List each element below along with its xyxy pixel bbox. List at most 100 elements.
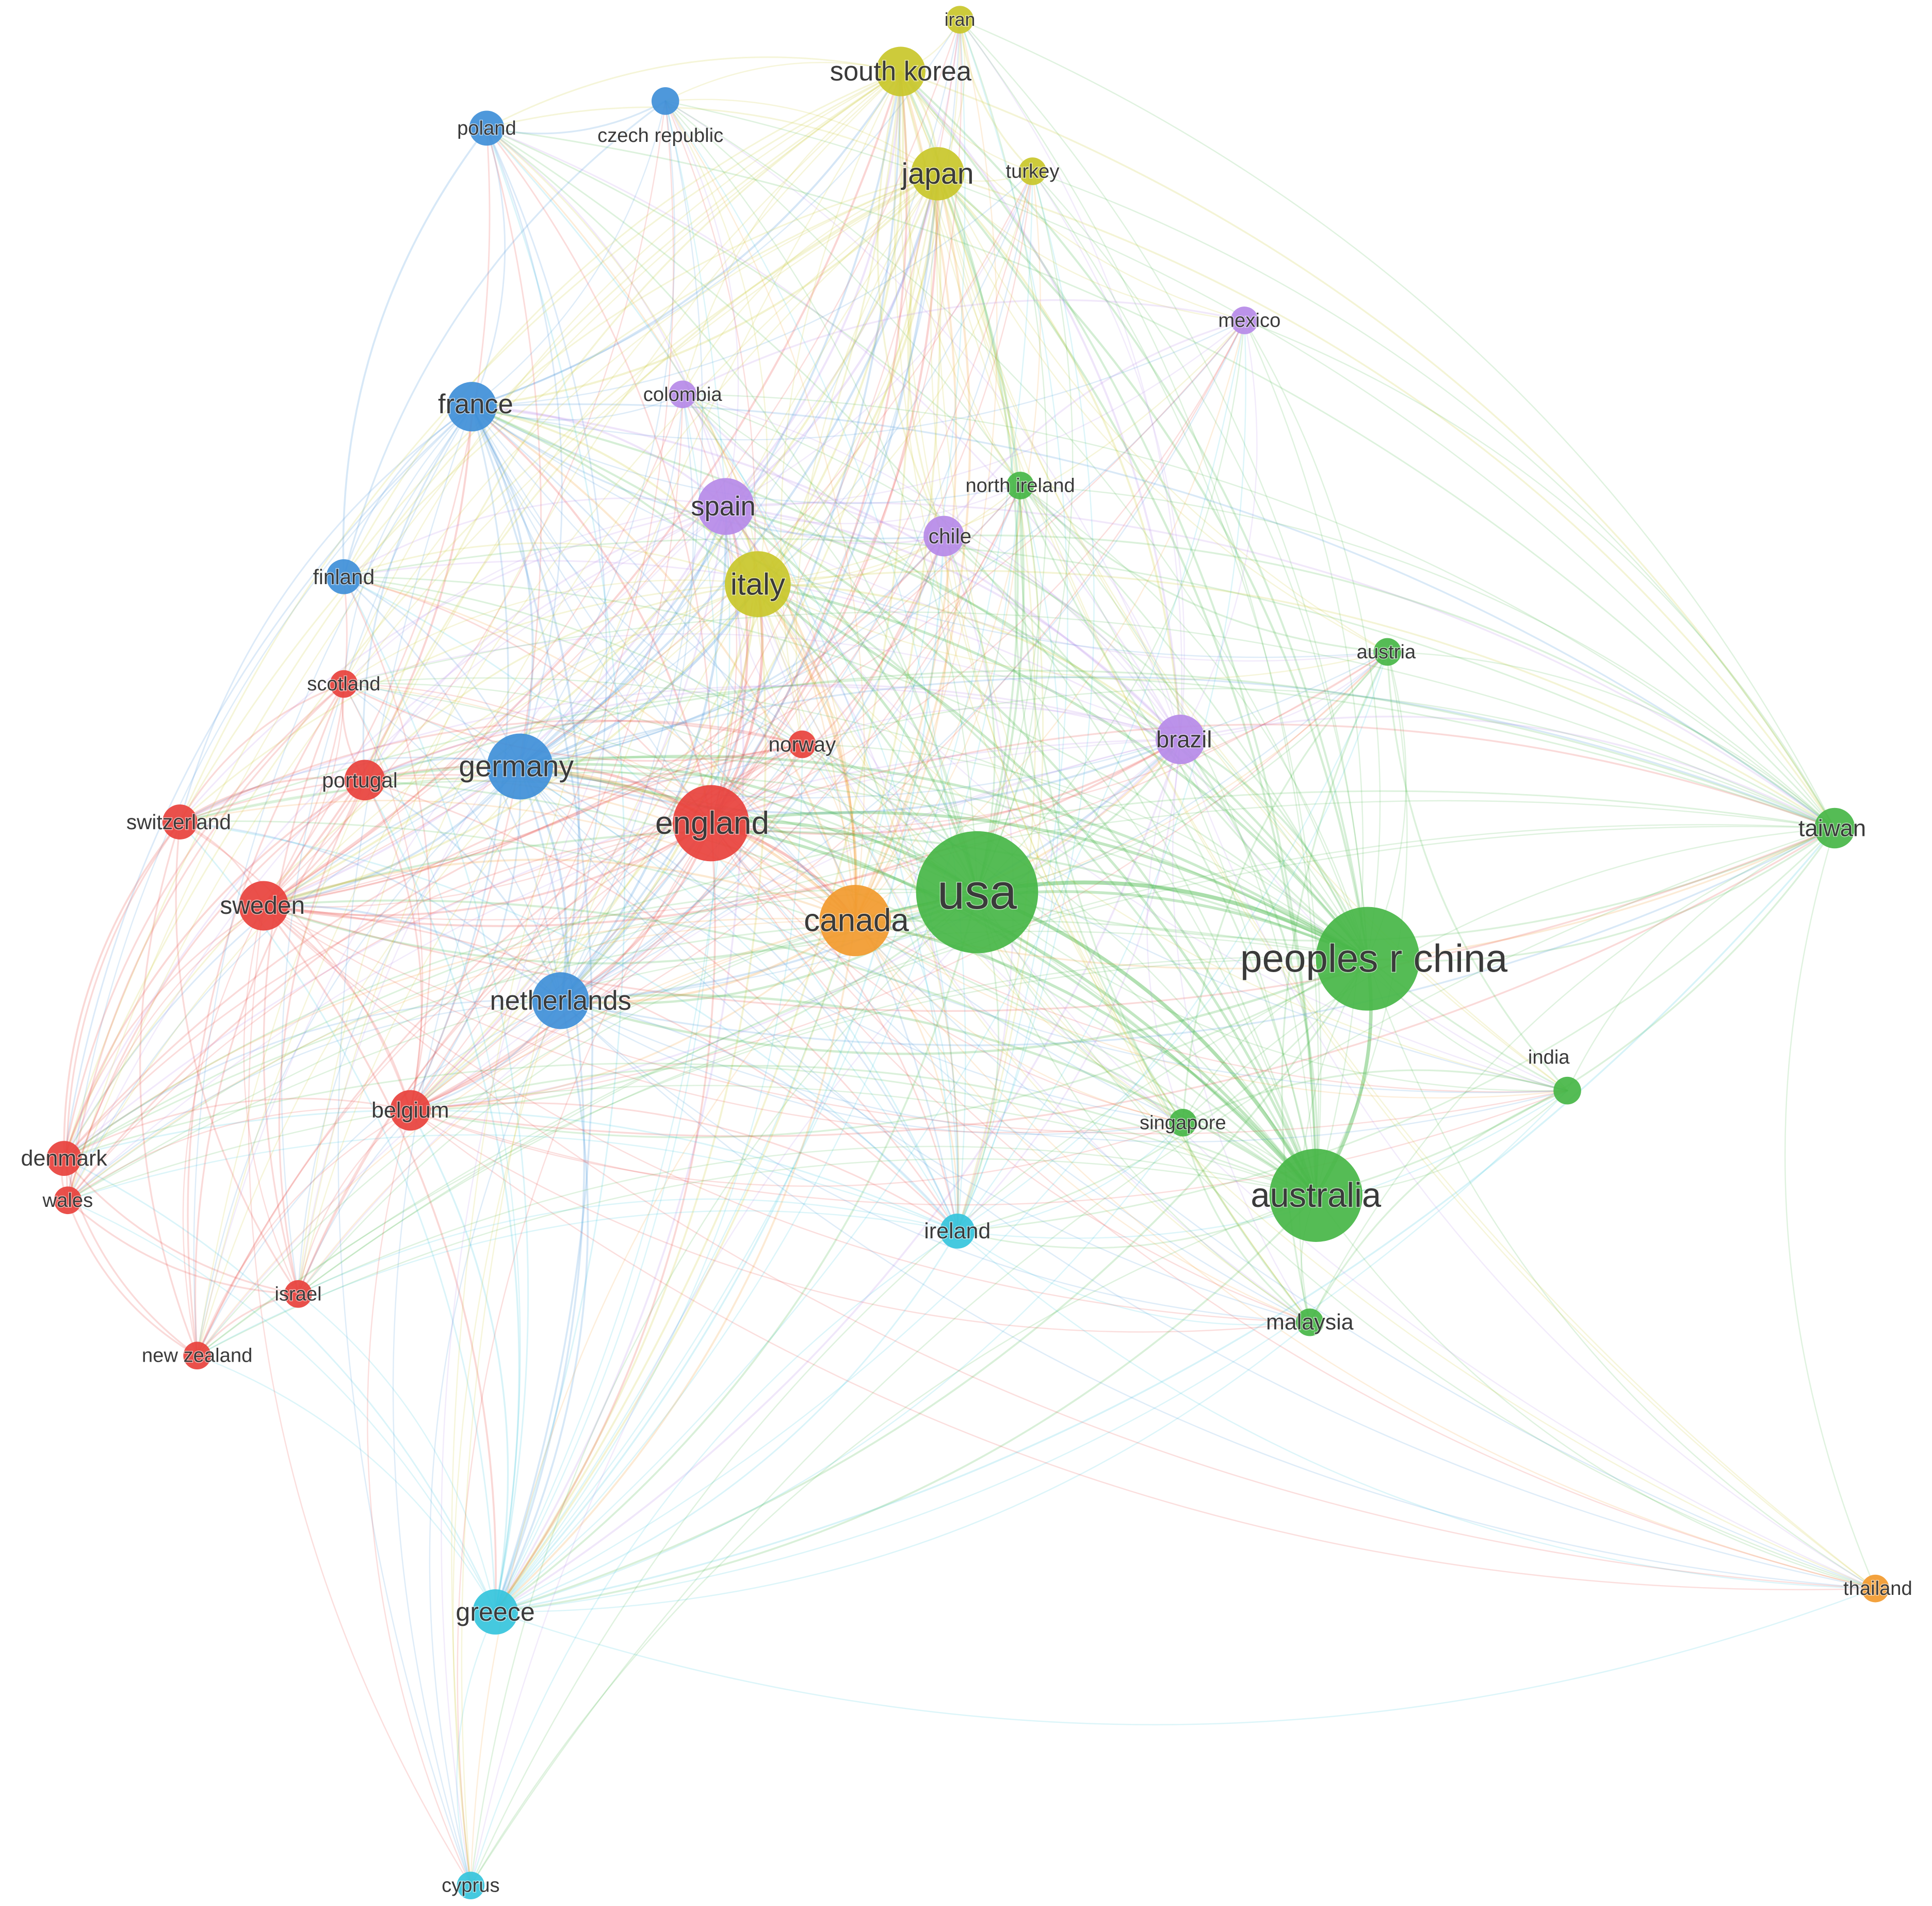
node-sweden[interactable] [239, 881, 289, 931]
edge-japan-thailand [937, 173, 1876, 1589]
edge-france-austria [471, 406, 1388, 658]
node-italy[interactable] [724, 551, 791, 617]
node-finland[interactable] [326, 559, 362, 594]
edge-japan-israel [297, 173, 938, 1295]
node-england[interactable] [673, 785, 750, 862]
edge-usa-switzerland [179, 780, 978, 893]
edge-japan-mexico [937, 173, 1245, 321]
edge-england-france [470, 406, 712, 825]
edge-netherlands-usa [559, 891, 979, 1005]
node-iran[interactable] [946, 6, 974, 34]
node-netherlands[interactable] [532, 972, 589, 1029]
edge-greece-malaysia [494, 1321, 1311, 1613]
edge-australia-spain [724, 505, 1318, 1197]
edge-ireland-switzerland [179, 821, 959, 1232]
node-layer [46, 6, 1889, 1900]
edge-peoples_r_china-malaysia [1298, 958, 1369, 1323]
edge-spain-israel [297, 506, 726, 1295]
edge-france-colombia [471, 394, 684, 421]
edge-italy-iran [757, 19, 961, 585]
edge-england-mexico [710, 319, 1245, 824]
node-wales[interactable] [54, 1186, 82, 1215]
node-turkey[interactable] [1018, 157, 1047, 185]
node-taiwan[interactable] [1814, 807, 1855, 849]
node-ireland[interactable] [939, 1214, 975, 1249]
node-label-brazil: brazil [1156, 726, 1212, 753]
node-austria[interactable] [1373, 638, 1402, 666]
edge-netherlands-cyprus [429, 1000, 561, 1886]
edge-peoples_r_china-taiwan [1367, 827, 1836, 962]
node-brazil[interactable] [1156, 715, 1206, 765]
edge-england-israel [297, 822, 712, 1295]
edge-netherlands-switzerland [179, 821, 562, 1002]
node-germany[interactable] [487, 733, 553, 800]
edge-ireland-north_ireland [956, 484, 1061, 1232]
edge-usa-japan [936, 172, 1025, 894]
edge-ireland-italy [757, 583, 960, 1232]
edge-sweden-taiwan [263, 827, 1836, 1012]
node-label-iran: iran [945, 9, 976, 30]
edge-australia-taiwan [1315, 827, 1836, 1197]
edge-germany-finland [343, 576, 521, 768]
node-spain[interactable] [697, 478, 754, 535]
edge-peoples_r_china-germany [518, 754, 1369, 960]
node-portugal[interactable] [344, 760, 385, 801]
edge-greece-wales [67, 1200, 496, 1613]
node-thailand[interactable] [1861, 1574, 1889, 1603]
node-greece[interactable] [473, 1589, 518, 1635]
edge-england-new_zealand [196, 822, 712, 1356]
node-denmark[interactable] [46, 1141, 82, 1176]
node-peoples_r_china[interactable] [1316, 907, 1420, 1011]
node-colombia[interactable] [669, 380, 696, 409]
node-switzerland[interactable] [162, 804, 198, 839]
edge-greece-iran [494, 19, 966, 1613]
edge-belgium-peoples_r_china [409, 958, 1369, 1138]
edge-france-norway [471, 406, 803, 745]
node-mexico[interactable] [1230, 306, 1259, 334]
edge-south_korea-thailand [900, 71, 1876, 1589]
edge-taiwan-singapore [1182, 827, 1836, 1124]
edge-peoples_r_china-norway [801, 744, 1369, 960]
node-new_zealand[interactable] [183, 1342, 211, 1370]
node-usa[interactable] [916, 831, 1038, 954]
node-france[interactable] [447, 382, 497, 432]
node-scotland[interactable] [330, 670, 358, 698]
edge-south_korea-portugal [364, 70, 902, 781]
edge-brazil-spain [724, 505, 1182, 741]
node-malaysia[interactable] [1296, 1308, 1324, 1336]
node-south_korea[interactable] [875, 46, 926, 96]
edge-england-scotland [343, 683, 712, 824]
node-singapore[interactable] [1169, 1109, 1197, 1137]
node-label-france: france [438, 389, 513, 419]
node-canada[interactable] [819, 885, 891, 957]
edge-greece-denmark [63, 1157, 496, 1613]
edge-ireland-canada [854, 919, 959, 1232]
node-india[interactable] [1553, 1076, 1581, 1105]
edge-canada-switzerland [179, 799, 856, 922]
edge-greece-brazil [494, 738, 1181, 1613]
node-chile[interactable] [923, 515, 964, 557]
node-cyprus[interactable] [457, 1871, 485, 1900]
node-australia[interactable] [1269, 1149, 1363, 1242]
node-czech_republic[interactable] [651, 87, 679, 115]
edge-norway-portugal [364, 720, 803, 781]
edge-taiwan-malaysia [1309, 827, 1836, 1323]
node-north_ireland[interactable] [1006, 472, 1034, 499]
node-norway[interactable] [788, 730, 816, 758]
edge-brazil-colombia [681, 394, 1181, 740]
edge-spain-south_korea [724, 70, 902, 508]
edge-brazil-switzerland [179, 685, 1181, 823]
edge-peoples_r_china-chile [943, 535, 1369, 960]
edge-italy-portugal [364, 583, 759, 781]
edge-italy-japan [756, 172, 939, 586]
node-israel[interactable] [284, 1280, 312, 1308]
edge-brazil-japan [936, 172, 1182, 741]
node-japan[interactable] [911, 147, 965, 201]
edge-south_korea-finland [343, 71, 902, 578]
edge-ireland-spain [725, 506, 959, 1232]
node-label-malaysia: malaysia [1266, 1310, 1354, 1335]
node-poland[interactable] [469, 110, 505, 146]
edge-peoples_r_china-scotland [343, 677, 1369, 960]
edge-japan-norway [795, 173, 938, 745]
node-belgium[interactable] [390, 1090, 431, 1131]
